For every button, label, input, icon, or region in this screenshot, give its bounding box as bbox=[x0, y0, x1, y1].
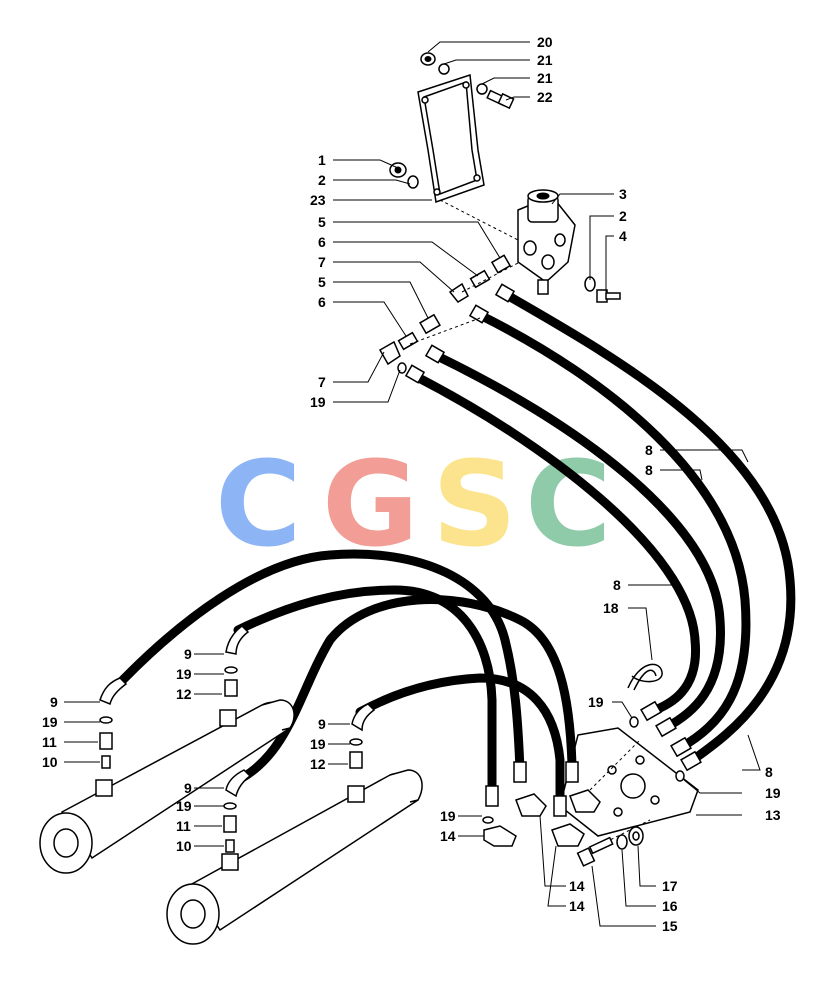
adapter-11a bbox=[99, 732, 113, 750]
callout-7b: 7 bbox=[318, 374, 326, 390]
callout-19a: 19 bbox=[310, 394, 326, 410]
fitting-6a bbox=[469, 269, 491, 289]
callout-14c: 14 bbox=[569, 898, 585, 914]
bolt-4 bbox=[596, 289, 621, 303]
watermark-letter-s: S bbox=[432, 435, 517, 573]
callout-3: 3 bbox=[619, 186, 627, 202]
bracket-plate bbox=[417, 73, 485, 204]
bolt-15 bbox=[576, 836, 614, 867]
oring-19d bbox=[99, 716, 113, 724]
callout-6a: 6 bbox=[318, 234, 326, 250]
watermark-letter-c1: C bbox=[215, 435, 302, 573]
bolt-22 bbox=[486, 89, 515, 110]
washer-17 bbox=[628, 826, 644, 846]
oring-19h bbox=[482, 816, 494, 824]
elbow-14b bbox=[515, 793, 547, 817]
callout-14a: 14 bbox=[440, 828, 456, 844]
callout-22: 22 bbox=[537, 89, 553, 105]
hoses-lower bbox=[99, 549, 579, 817]
nut-20 bbox=[420, 52, 436, 66]
callout-2b: 2 bbox=[619, 208, 627, 224]
callout-19e: 19 bbox=[176, 666, 192, 682]
callout-8d: 8 bbox=[765, 764, 773, 780]
elbow-14c bbox=[551, 823, 585, 847]
callout-1: 1 bbox=[318, 152, 326, 168]
cylinder-upper bbox=[39, 699, 295, 874]
adapter-12a bbox=[224, 679, 238, 697]
callout-9b: 9 bbox=[184, 646, 192, 662]
callout-8b: 8 bbox=[645, 462, 653, 478]
restrictor-10b bbox=[225, 839, 235, 853]
callout-19g: 19 bbox=[176, 798, 192, 814]
callout-8c: 8 bbox=[613, 577, 621, 593]
callout-17: 17 bbox=[662, 878, 678, 894]
washer-16 bbox=[616, 834, 628, 850]
washer-2a bbox=[407, 175, 419, 189]
adapter-11b bbox=[223, 815, 237, 833]
cylinder-lower bbox=[166, 769, 423, 945]
callout-10b: 10 bbox=[176, 838, 192, 854]
callout-11b: 11 bbox=[176, 818, 191, 834]
elbow-14d bbox=[569, 789, 601, 813]
oring-19e bbox=[224, 666, 238, 674]
callout-15: 15 bbox=[662, 918, 678, 934]
callout-8a: 8 bbox=[645, 442, 653, 458]
callout-5a: 5 bbox=[318, 214, 326, 230]
fitting-5b bbox=[419, 313, 441, 335]
washer-21b bbox=[476, 83, 488, 95]
callout-12a: 12 bbox=[176, 686, 192, 702]
callout-labels: 20 21 21 22 1 2 23 3 2 4 5 6 7 5 6 7 19 … bbox=[42, 34, 781, 934]
callout-19c: 19 bbox=[765, 785, 781, 801]
callout-20: 20 bbox=[537, 34, 553, 50]
callout-13: 13 bbox=[765, 807, 781, 823]
oring-19b bbox=[629, 716, 639, 728]
callout-7a: 7 bbox=[318, 254, 326, 270]
elbow-14a bbox=[483, 825, 517, 847]
fitting-6b bbox=[397, 331, 419, 351]
callout-9a: 9 bbox=[50, 694, 58, 710]
oring-19f bbox=[349, 738, 363, 746]
adapter-12b bbox=[349, 751, 363, 769]
callout-21b: 21 bbox=[537, 70, 553, 86]
fitting-7b bbox=[378, 340, 401, 366]
callout-9d: 9 bbox=[184, 780, 192, 796]
callout-10a: 10 bbox=[42, 754, 58, 770]
callout-19b: 19 bbox=[588, 694, 604, 710]
callout-14b: 14 bbox=[569, 878, 585, 894]
hoses-upper bbox=[404, 283, 796, 772]
callout-5b: 5 bbox=[318, 274, 326, 290]
callout-9c: 9 bbox=[318, 716, 326, 732]
restrictor-10a bbox=[101, 755, 111, 769]
callout-6b: 6 bbox=[318, 294, 326, 310]
callout-11a: 11 bbox=[42, 734, 57, 750]
fitting-5a bbox=[490, 254, 512, 274]
watermark: C G S C bbox=[215, 435, 612, 573]
callout-18: 18 bbox=[603, 600, 619, 616]
callout-23: 23 bbox=[310, 192, 326, 208]
hose-clip-18 bbox=[627, 663, 663, 691]
watermark-letter-c2: C bbox=[525, 435, 612, 573]
callout-2a: 2 bbox=[318, 172, 326, 188]
callout-12b: 12 bbox=[310, 756, 326, 772]
fitting-7a bbox=[448, 282, 469, 303]
callout-19f: 19 bbox=[310, 736, 326, 752]
callout-19h: 19 bbox=[440, 808, 456, 824]
callout-21a: 21 bbox=[537, 52, 553, 68]
leader-lines bbox=[64, 41, 761, 927]
callout-19d: 19 bbox=[42, 714, 58, 730]
solenoid-valve bbox=[517, 189, 576, 295]
washer-21a bbox=[438, 63, 450, 75]
oring-19g bbox=[223, 802, 237, 810]
callout-16: 16 bbox=[662, 898, 678, 914]
callout-4: 4 bbox=[619, 228, 627, 244]
oring-19c bbox=[675, 770, 685, 782]
